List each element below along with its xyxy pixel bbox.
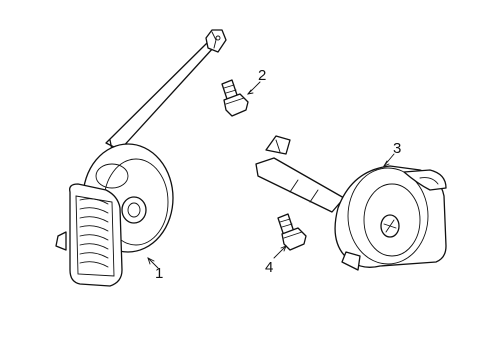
callout-4: 4	[265, 259, 273, 276]
callout-1: 1	[155, 265, 163, 282]
horn-1	[55, 29, 227, 287]
bolt-4	[277, 213, 307, 251]
horn-1-center-boss	[121, 196, 147, 224]
horn-3-bracket	[255, 135, 345, 213]
leader-4-arrowhead	[280, 245, 287, 252]
bolt-2	[221, 79, 249, 117]
leader-4	[273, 245, 287, 259]
horn-1-grille	[69, 183, 123, 287]
callout-leaders	[147, 81, 395, 269]
horn-3	[255, 135, 447, 271]
leader-1-arrowhead	[147, 257, 155, 265]
callout-2: 2	[258, 67, 266, 84]
horn-1-bracket	[105, 29, 227, 151]
leader-3-arrowhead	[382, 160, 390, 167]
leader-2-arrowhead	[246, 89, 254, 95]
leader-1	[147, 257, 159, 269]
callout-3: 3	[393, 140, 401, 157]
